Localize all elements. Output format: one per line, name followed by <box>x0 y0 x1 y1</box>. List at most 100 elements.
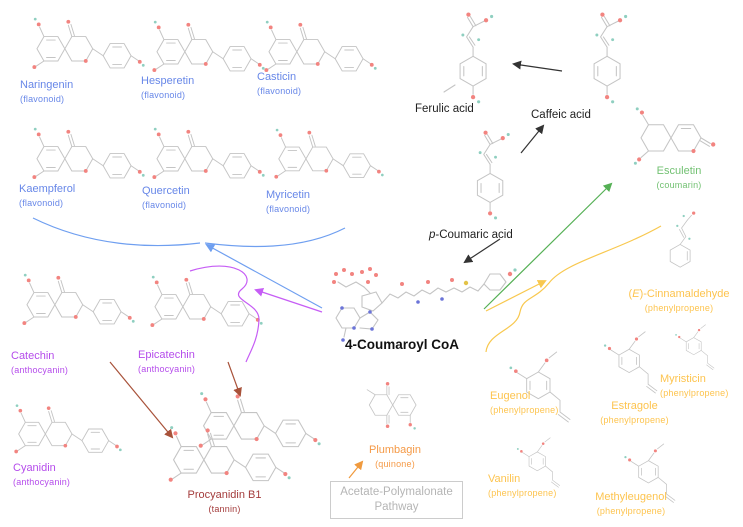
cinnamaldehyde-structure <box>669 211 696 268</box>
label-procyanidin-b1: Procyanidin B1 (tannin) <box>152 488 297 515</box>
ferulic-acid-structure <box>459 11 494 104</box>
caffeic-acid-structure <box>593 11 628 104</box>
casticin-structure <box>263 20 377 73</box>
arrow-caffeic-to-ferulic <box>512 60 563 72</box>
flavonoid-brace-left <box>32 217 201 247</box>
naringenin-name: Naringenin <box>20 79 74 91</box>
epicatechin-class: (anthocyanin) <box>138 363 196 374</box>
myricetin-class: (flavonoid) <box>266 203 311 214</box>
cyanidin-name: Cyanidin <box>13 462 56 474</box>
plumbagin-structure <box>366 381 417 431</box>
arrow-coumaric-to-caffeic <box>520 124 545 154</box>
label-casticin: Casticin (flavonoid) <box>257 70 301 97</box>
methyleugenol-name: Methyleugenol <box>595 491 667 503</box>
procyanidin-b1-name: Procyanidin B1 <box>187 489 262 501</box>
myricetin-name: Myricetin <box>266 189 311 201</box>
catechin-structure <box>21 273 135 326</box>
anthocyanin-brace <box>189 265 260 363</box>
cinnamaldehyde-name-pre: ( <box>628 288 633 300</box>
label-caffeic-acid: Caffeic acid <box>531 108 591 124</box>
hesperetin-name: Hesperetin <box>141 75 195 87</box>
quercetin-class: (flavonoid) <box>142 199 187 210</box>
label-epicatechin: Epicatechin (anthocyanin) <box>138 348 195 375</box>
arrow-epicatechin-to-procyanidin <box>227 361 242 397</box>
p-coumaric-acid-structure <box>476 130 511 220</box>
label-cyanidin: Cyanidin (anthocyanin) <box>13 461 70 488</box>
p-coumaric-italic-p: p <box>429 229 436 241</box>
esculetin-structure <box>633 106 716 166</box>
catechin-name: Catechin <box>11 350 55 362</box>
label-esculetin: Esculetin (coumarin) <box>629 164 729 191</box>
arrow-coa-to-flavonoids <box>205 244 323 309</box>
estragole-structure <box>603 331 658 394</box>
arrow-coa-to-phenylpropenes <box>485 280 547 312</box>
esculetin-name: Esculetin <box>656 165 702 177</box>
cinnamaldehyde-name: (E)-Cinnamaldehyde <box>610 287 743 302</box>
ferulic-acid-name: Ferulic acid <box>415 103 474 115</box>
label-methyleugenol: Methyleugenol (phenylpropene) <box>586 490 676 517</box>
phenylpropene-brace <box>485 225 662 353</box>
naringenin-structure <box>31 17 145 70</box>
p-coumaric-rest: -Coumaric acid <box>435 229 513 241</box>
procyanidin-b1-class: (tannin) <box>208 503 241 514</box>
label-catechin: Catechin (anthocyanin) <box>11 349 68 376</box>
epicatechin-name: Epicatechin <box>138 349 195 361</box>
estragole-class: (phenylpropene) <box>600 414 669 425</box>
pathway-box-line1: Acetate-Polymalonate <box>340 486 453 499</box>
caffeic-acid-name: Caffeic acid <box>531 109 591 121</box>
label-p-coumaric-acid: p-Coumaric acid <box>429 228 513 244</box>
cinnamaldehyde-name-rest: )-Cinnamaldehyde <box>639 288 730 300</box>
label-plumbagin: Plumbagin (quinone) <box>340 443 450 470</box>
label-vanilin: Vanilin (phenylpropene) <box>488 472 557 499</box>
label-ferulic-acid: Ferulic acid <box>415 102 474 118</box>
myristicin-structure <box>674 324 715 371</box>
hesperetin-structure <box>151 20 265 73</box>
arrow-catechin-to-procyanidin <box>109 361 174 439</box>
label-cinnamaldehyde: (E)-Cinnamaldehyde (phenylpropene) <box>610 287 743 314</box>
casticin-class: (flavonoid) <box>257 85 302 96</box>
quercetin-structure <box>151 127 265 180</box>
methyleugenol-class: (phenylpropene) <box>596 505 666 516</box>
myristicin-class: (phenylpropene) <box>660 387 729 398</box>
label-naringenin: Naringenin (flavonoid) <box>20 78 73 105</box>
arrow-pathway-to-plumbagin <box>348 460 364 479</box>
plumbagin-name: Plumbagin <box>369 444 421 456</box>
cinnamaldehyde-name-e: E <box>632 288 640 300</box>
flavonoid-brace-right <box>204 227 346 248</box>
catechin-class: (anthocyanin) <box>11 364 69 375</box>
kaempferol-name: Kaempferol <box>19 183 76 195</box>
pathway-box-line2: Pathway <box>374 501 419 513</box>
kaempferol-class: (flavonoid) <box>19 197 64 208</box>
label-coumaroyl-coa: 4-Coumaroyl CoA <box>322 336 482 354</box>
esculetin-class: (coumarin) <box>656 179 702 190</box>
myricetin-structure <box>273 128 384 180</box>
acetate-polymalonate-pathway-box: Acetate-Polymalonate Pathway <box>330 481 463 519</box>
quercetin-name: Quercetin <box>142 185 190 197</box>
myristicin-name: Myristicin <box>660 373 706 385</box>
coumaroyl-coa-name: 4-Coumaroyl CoA <box>344 337 459 352</box>
naringenin-class: (flavonoid) <box>20 93 65 104</box>
arrow-coa-to-anthocyanins <box>254 287 323 313</box>
procyanidin-b1-structure <box>168 391 321 483</box>
label-estragole: Estragole (phenylpropene) <box>592 399 677 426</box>
arrow-coa-to-esculetin <box>483 182 613 310</box>
casticin-name: Casticin <box>257 71 297 83</box>
cinnamaldehyde-class: (phenylpropene) <box>644 302 714 313</box>
label-hesperetin: Hesperetin (flavonoid) <box>141 74 194 101</box>
estragole-name: Estragole <box>611 400 658 412</box>
label-myristicin: Myristicin (phenylpropene) <box>660 372 729 399</box>
label-quercetin: Quercetin (flavonoid) <box>142 184 190 211</box>
label-kaempferol: Kaempferol (flavonoid) <box>19 182 75 209</box>
cyanidin-class: (anthocyanin) <box>13 476 71 487</box>
ferulic-methoxy-bond <box>443 84 456 93</box>
cyanidin-structure <box>13 403 122 454</box>
label-myricetin: Myricetin (flavonoid) <box>266 188 310 215</box>
coumaroyl-coa-structure <box>332 267 517 342</box>
eugenol-class: (phenylpropene) <box>490 404 559 415</box>
plumbagin-class: (quinone) <box>375 458 415 469</box>
p-coumaric-acid-name: p-Coumaric acid <box>429 228 513 244</box>
vanilin-name: Vanilin <box>488 473 521 485</box>
eugenol-name: Eugenol <box>490 390 531 402</box>
